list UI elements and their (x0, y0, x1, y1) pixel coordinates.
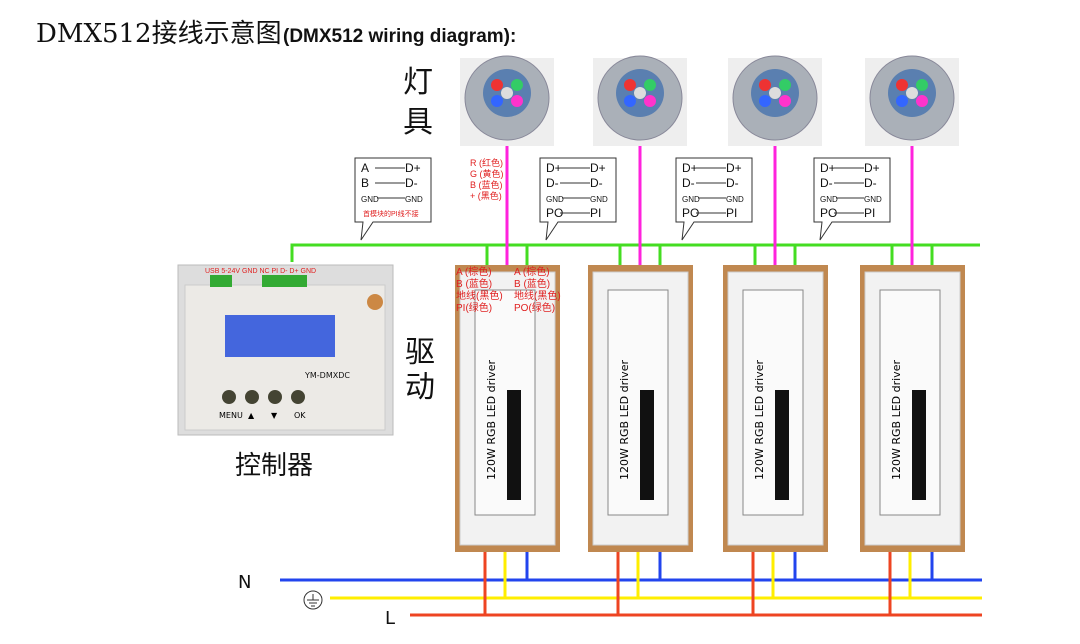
callout-from: GND (682, 195, 700, 204)
controller-button-label: MENU (219, 411, 243, 420)
controller-model: YM-DMXDC (304, 371, 350, 380)
callout-from: GND (546, 195, 564, 204)
neutral-label: N (238, 572, 251, 593)
controller-button[interactable] (268, 390, 282, 404)
callout-from: GND (361, 195, 379, 204)
rgb-lamp (460, 55, 554, 146)
callout-to: PI (726, 206, 737, 220)
dmx-controller: USB 5-24V GND NC PI D- D+ GND YM-DMXDC M… (177, 264, 394, 436)
callout-to: PI (590, 206, 601, 220)
controller-button[interactable] (291, 390, 305, 404)
lamp-label-2: 具 (403, 105, 433, 140)
callout-from: PO (546, 206, 563, 220)
callout-to: D- (590, 176, 603, 190)
ground-icon (303, 590, 323, 610)
led-driver: 120W RGB LED driver (860, 265, 965, 552)
lamp-label-1: 灯 (403, 65, 433, 100)
callout-to: D+ (864, 161, 880, 175)
driver-product-label: 120W RGB LED driver (753, 360, 766, 480)
callout-to: D- (726, 176, 739, 190)
driver-input-wire-label: B (蓝色) (456, 277, 492, 290)
callout-to: GND (405, 195, 423, 204)
callout-to: D+ (405, 161, 421, 175)
callout-from: PO (682, 206, 699, 220)
controller-button[interactable] (245, 390, 259, 404)
title-en: (DMX512 wiring diagram): (283, 26, 516, 47)
callout-from: D+ (546, 161, 562, 175)
controller-button-label: ▲ (248, 411, 255, 420)
callout-to: D+ (590, 161, 606, 175)
wiring-callout: A D+ B D- GND GND 首模块的PI线不接 (354, 157, 432, 241)
driver-output-wire-label: 地线(黑色) (514, 289, 561, 302)
driver-product-label: 120W RGB LED driver (890, 360, 903, 480)
driver-label-1: 驱 (405, 335, 435, 370)
lamp-wire-label: B (蓝色) (470, 179, 503, 190)
callout-from: PO (820, 206, 837, 220)
callout-note: 首模块的PI线不接 (363, 209, 419, 218)
driver-output-wire-label: B (蓝色) (514, 277, 550, 290)
controller-button-label: ▼ (271, 411, 278, 420)
callout-to: D+ (726, 161, 742, 175)
lamp-wire-label: R (红色) (470, 157, 503, 168)
led-driver: 120W RGB LED driver (723, 265, 828, 552)
callout-from: B (361, 176, 369, 190)
lamp-wire-label: + (黑色) (470, 190, 502, 201)
callout-to: GND (590, 195, 608, 204)
callout-from: D- (546, 176, 559, 190)
live-label: L (385, 608, 395, 629)
driver-product-label: 120W RGB LED driver (485, 360, 498, 480)
driver-product-label: 120W RGB LED driver (618, 360, 631, 480)
callout-from: D- (820, 176, 833, 190)
controller-button-label: OK (294, 411, 306, 420)
callout-to: PI (864, 206, 875, 220)
led-driver: 120W RGB LED driver (455, 265, 560, 552)
driver-input-wire-label: A (棕色) (456, 265, 492, 278)
title-cn: DMX512接线示意图 (36, 19, 282, 49)
led-driver: 120W RGB LED driver (588, 265, 693, 552)
callout-from: D+ (820, 161, 836, 175)
lcd-screen (225, 315, 335, 357)
driver-input-wire-label: 地线(黑色) (456, 289, 503, 302)
controller-label: 控制器 (235, 451, 313, 481)
driver-label-2: 动 (405, 370, 435, 405)
rgb-lamp (865, 55, 959, 146)
rgb-lamp (593, 55, 687, 146)
dmx-data-line (290, 243, 980, 262)
rgb-lamp (728, 55, 822, 146)
callout-to: GND (726, 195, 744, 204)
driver-output-wire-label: A (棕色) (514, 265, 550, 278)
terminal-labels: USB 5-24V GND NC PI D- D+ GND (205, 268, 316, 275)
callout-to: D- (864, 176, 877, 190)
callout-to: GND (864, 195, 882, 204)
callout-from: GND (820, 195, 838, 204)
callout-to: D- (405, 176, 418, 190)
driver-output-wire-label: PO(绿色) (514, 301, 555, 314)
lamp-wire-label: G (黄色) (470, 168, 504, 179)
callout-from: A (361, 161, 369, 175)
driver-input-wire-label: PI(绿色) (456, 301, 492, 314)
controller-button[interactable] (222, 390, 236, 404)
callout-from: D+ (682, 161, 698, 175)
callout-from: D- (682, 176, 695, 190)
